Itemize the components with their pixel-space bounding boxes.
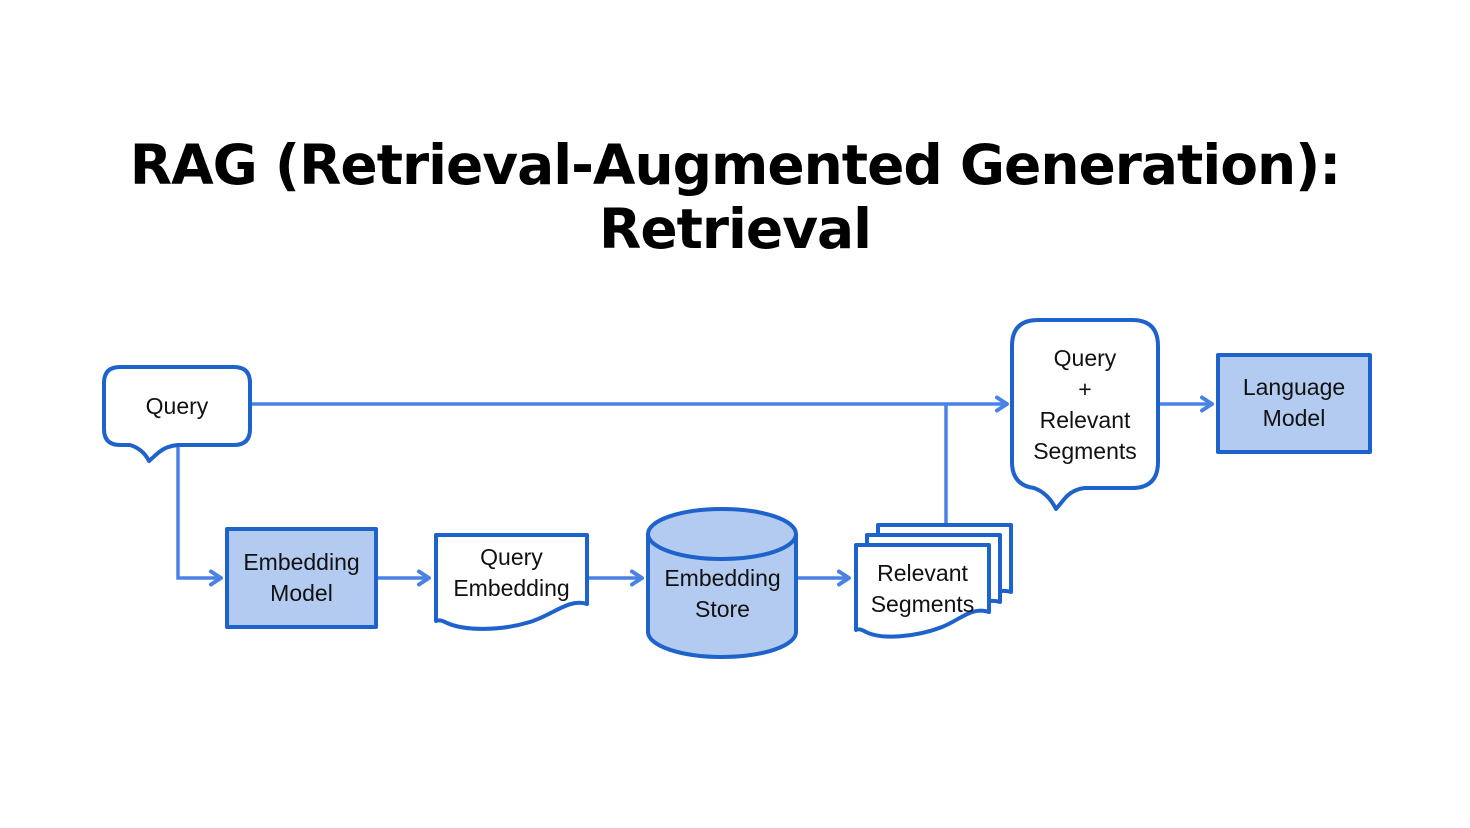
embedding-model-node-shape <box>225 527 378 629</box>
query-embedding-node-shape <box>434 533 589 631</box>
relevant-segments-node-label: Relevant Segments <box>870 560 975 617</box>
embedding-store-body-shape <box>646 534 798 659</box>
relevant-segments-front-page-shape <box>854 543 991 639</box>
query-node-label: Query <box>145 392 209 419</box>
embedding-store-top-shape <box>646 507 798 561</box>
query-node-shape <box>102 365 252 463</box>
language-model-node-label: Language Model <box>1242 373 1346 431</box>
diagram-title: RAG (Retrieval-Augmented Generation): Re… <box>129 133 1342 261</box>
language-model-node-shape <box>1216 353 1372 454</box>
embedding-model-node-label: Embedding Model <box>243 549 360 606</box>
edge-query-to-embedding-model <box>176 446 223 587</box>
query-embedding-node-label: Query Embedding <box>453 544 570 601</box>
embedding-store-node-label: Embedding Store <box>664 565 781 622</box>
query-plus-segments-node-label: Query + Relevant Segments <box>1033 345 1137 464</box>
query-plus-segments-node-shape <box>1010 318 1160 511</box>
